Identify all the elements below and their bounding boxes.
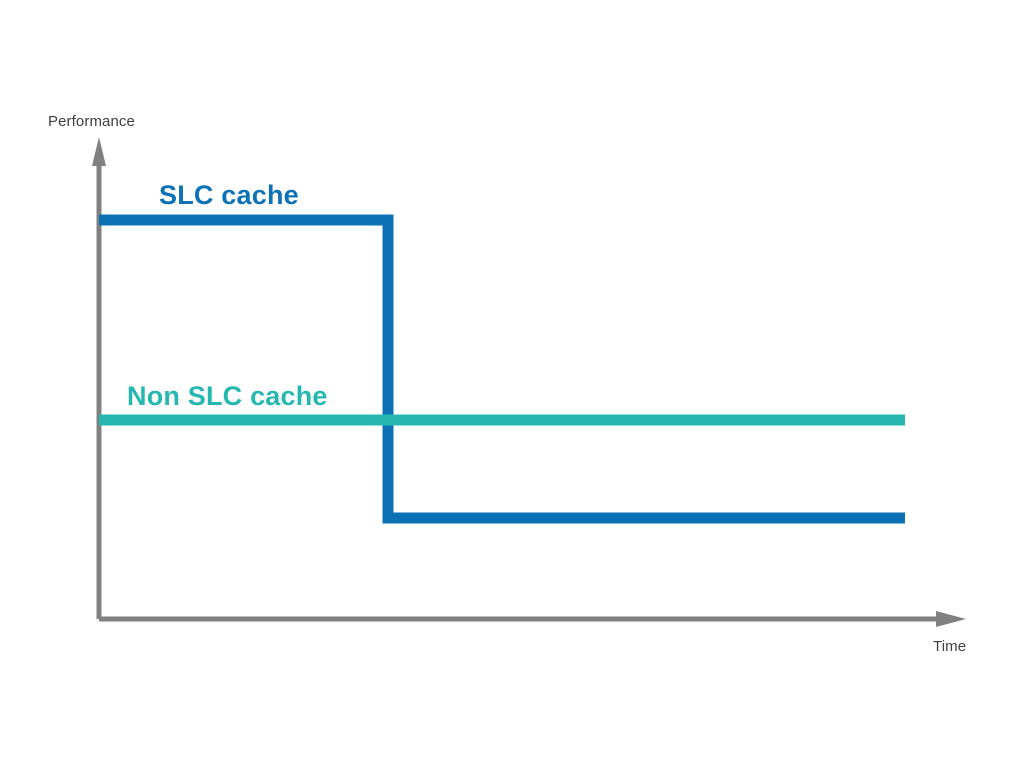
x-axis-label: Time: [933, 638, 967, 655]
x-axis-arrowhead-icon: [936, 611, 966, 627]
series-label-slc-cache: SLC cache: [159, 180, 299, 210]
y-axis-label: Performance: [48, 113, 135, 130]
y-axis-arrowhead-icon: [92, 137, 106, 166]
series-label-non-slc-cache: Non SLC cache: [127, 381, 328, 411]
series-line-slc-cache: [99, 214, 905, 524]
